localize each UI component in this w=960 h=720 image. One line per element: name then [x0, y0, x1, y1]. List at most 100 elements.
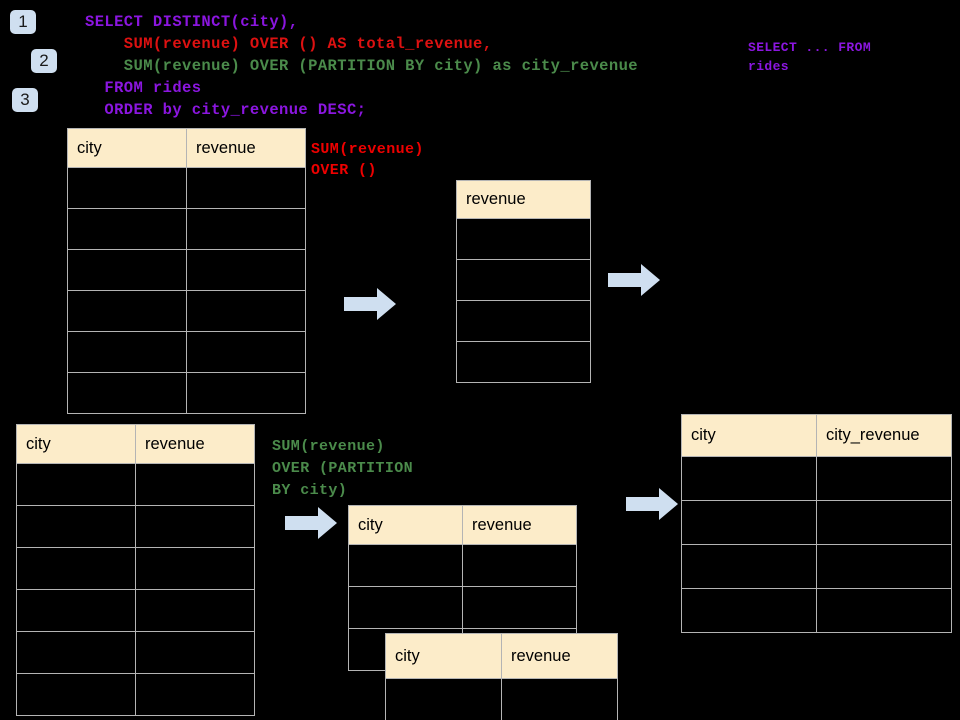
column-header-revenue: revenue	[186, 128, 306, 168]
cell	[186, 167, 306, 209]
table-header-row: city revenue	[348, 505, 577, 545]
cell	[816, 456, 952, 501]
cell	[681, 500, 817, 545]
column-header-city: city	[67, 128, 187, 168]
table-row	[67, 372, 306, 414]
cell	[186, 372, 306, 414]
column-header-city: city	[681, 414, 817, 457]
table-row	[16, 505, 255, 548]
cell	[456, 300, 591, 342]
table-row	[456, 341, 591, 383]
cell	[16, 463, 136, 506]
cell	[681, 588, 817, 633]
total-revenue-table: revenue	[456, 180, 591, 383]
cell	[67, 208, 187, 250]
cell	[816, 588, 952, 633]
note-sum-over-empty: SUM(revenue) OVER ()	[311, 141, 424, 179]
cell	[135, 463, 255, 506]
cell	[135, 505, 255, 548]
cell	[67, 331, 187, 373]
cell	[135, 673, 255, 716]
table-row	[16, 631, 255, 674]
note-select-from-rides: SELECT ... FROM rides	[748, 40, 872, 74]
table-row	[681, 544, 952, 589]
sql-line-city-revenue: SUM(revenue) OVER (PARTITION BY city) as…	[85, 57, 638, 75]
cell	[16, 631, 136, 674]
table-row	[16, 589, 255, 632]
cell	[348, 586, 463, 629]
column-header-revenue: revenue	[135, 424, 255, 464]
arrow-right-icon-4	[626, 488, 678, 520]
column-header-city: city	[385, 633, 502, 679]
cell	[385, 678, 502, 720]
cell	[186, 208, 306, 250]
step-badge-3: 3	[12, 88, 38, 112]
step-badge-2: 2	[31, 49, 57, 73]
table-row	[67, 208, 306, 250]
table-row	[16, 673, 255, 716]
table-row	[456, 218, 591, 260]
cell	[456, 218, 591, 260]
table-row	[681, 500, 952, 545]
result-table: city city_revenue	[681, 414, 952, 633]
sql-line-select-distinct: SELECT DISTINCT(city),	[85, 13, 299, 31]
table-row	[16, 547, 255, 590]
cell	[462, 586, 577, 629]
column-header-revenue: revenue	[501, 633, 618, 679]
cell	[816, 500, 952, 545]
step-badge-1: 1	[10, 10, 36, 34]
cell	[681, 544, 817, 589]
arrow-right-icon-3	[285, 507, 337, 539]
arrow-right-icon-1	[344, 288, 396, 320]
table-row	[456, 300, 591, 342]
rides-input-table-bottom: city revenue	[16, 424, 255, 716]
rides-input-table-top: city revenue	[67, 128, 306, 414]
column-header-city: city	[16, 424, 136, 464]
cell	[681, 456, 817, 501]
table-row	[681, 588, 952, 633]
cell	[501, 678, 618, 720]
table-row	[456, 259, 591, 301]
table-header-row: city revenue	[67, 128, 306, 168]
table-row	[67, 290, 306, 332]
table-row	[16, 463, 255, 506]
table-row	[681, 456, 952, 501]
cell	[16, 547, 136, 590]
cell	[186, 331, 306, 373]
cell	[348, 544, 463, 587]
note-sum-over-partition: SUM(revenue) OVER (PARTITION BY city)	[272, 438, 414, 499]
table-header-row: city revenue	[385, 633, 618, 679]
column-header-revenue: revenue	[462, 505, 577, 545]
cell	[456, 259, 591, 301]
cell	[67, 290, 187, 332]
table-header-row: city revenue	[16, 424, 255, 464]
cell	[16, 673, 136, 716]
column-header-city-revenue: city_revenue	[816, 414, 952, 457]
table-row	[67, 331, 306, 373]
cell	[456, 341, 591, 383]
sql-line-order-by: ORDER by city_revenue DESC;	[85, 101, 367, 119]
table-row	[67, 249, 306, 291]
cell	[16, 589, 136, 632]
cell	[16, 505, 136, 548]
cell	[67, 372, 187, 414]
partition-table-front: city revenue	[385, 633, 618, 720]
cell	[186, 290, 306, 332]
table-row	[385, 678, 618, 720]
cell	[186, 249, 306, 291]
table-header-row: city city_revenue	[681, 414, 952, 457]
table-row	[348, 586, 577, 629]
sql-line-total-revenue: SUM(revenue) OVER () AS total_revenue,	[85, 35, 493, 53]
table-row	[67, 167, 306, 209]
cell	[135, 589, 255, 632]
column-header-city: city	[348, 505, 463, 545]
cell	[462, 544, 577, 587]
cell	[67, 249, 187, 291]
cell	[135, 631, 255, 674]
sql-line-from-rides: FROM rides	[85, 79, 202, 97]
table-row	[348, 544, 577, 587]
table-header-row: revenue	[456, 180, 591, 219]
column-header-revenue: revenue	[456, 180, 591, 219]
cell	[816, 544, 952, 589]
